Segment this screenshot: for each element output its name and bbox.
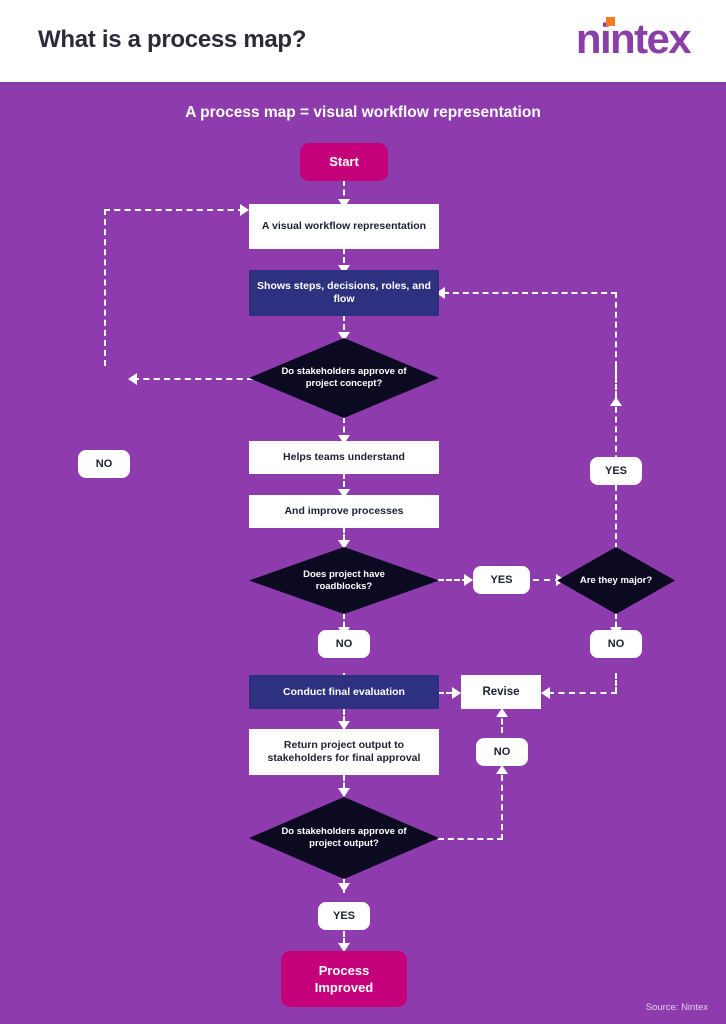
arrowhead-approve2-no-up xyxy=(496,765,508,774)
node-improve-processes[interactable]: And improve processes xyxy=(249,495,439,528)
arrowhead-yes-improved xyxy=(338,943,350,952)
node-shows-steps[interactable]: Shows steps, decisions, roles, and flow xyxy=(249,270,439,316)
flowchart-subtitle: A process map = visual workflow represen… xyxy=(185,104,541,121)
connector-approve2-no-vertical xyxy=(501,765,503,840)
node-revise[interactable]: Revise xyxy=(461,675,541,709)
connector-approve2-yes xyxy=(343,867,345,893)
connector-evaluation-return xyxy=(343,709,345,729)
connector-yes-improved xyxy=(343,931,345,951)
arrowhead-no-loop-visual xyxy=(240,204,249,216)
label-no-major[interactable]: NO xyxy=(590,630,642,658)
node-decision-approve-concept[interactable]: Do stakeholders approve of project conce… xyxy=(249,338,439,418)
connector-approve2-no-horizontal xyxy=(438,838,503,840)
arrowhead-major-yes-up xyxy=(610,397,622,406)
connector-major-no-vertical xyxy=(615,673,617,693)
node-decision-are-they-major[interactable]: Are they major? xyxy=(557,547,675,614)
arrowhead-roadblocks-yes xyxy=(464,574,473,586)
arrowhead-improve-roadblocks xyxy=(338,540,350,549)
node-decision-roadblocks[interactable]: Does project have roadblocks? xyxy=(249,547,439,614)
node-start-label: Start xyxy=(329,154,359,169)
label-no-concept-text: NO xyxy=(95,457,113,470)
connector-start-visual xyxy=(343,180,345,205)
arrowhead-shows-approve1 xyxy=(338,332,350,341)
nintex-logo: nintex xyxy=(575,15,692,62)
connector-major-yes-vertical xyxy=(615,292,617,377)
arrowhead-major-no-revise xyxy=(541,687,550,699)
connector-major-yes-vertical-lower xyxy=(615,377,617,397)
connector-major-no xyxy=(615,613,617,636)
connector-major-yes-top xyxy=(443,292,617,294)
label-no-roadblocks[interactable]: NO xyxy=(318,630,370,658)
node-improve-processes-label: And improve processes xyxy=(284,505,404,517)
arrowhead-evaluation-return xyxy=(338,721,350,730)
page-title: What is a process map? xyxy=(38,26,307,53)
label-yes-major[interactable]: YES xyxy=(590,457,642,485)
node-decision-approve-output-label: Do stakeholders approve of project outpu… xyxy=(281,826,407,849)
node-conduct-final-evaluation-label: Conduct final evaluation xyxy=(283,685,405,698)
arrowhead-helps-improve xyxy=(338,489,350,498)
node-decision-approve-concept-label: Do stakeholders approve of project conce… xyxy=(281,366,407,389)
connector-no-output-revise xyxy=(501,710,503,733)
flowchart-canvas: A process map = visual workflow represen… xyxy=(0,85,726,1024)
node-return-project-output[interactable]: Return project output to stakeholders fo… xyxy=(249,729,439,775)
node-shows-steps-label: Shows steps, decisions, roles, and flow xyxy=(257,280,431,305)
node-process-improved[interactable]: Process Improved xyxy=(281,951,407,1007)
connector-improve-roadblocks xyxy=(343,527,345,547)
connector-yes-major xyxy=(533,579,561,581)
arrowhead-start-visual xyxy=(338,199,350,208)
connector-approve1-helps xyxy=(343,417,345,442)
arrowhead-no-output-revise xyxy=(496,708,508,717)
nintex-logo-dot-icon xyxy=(606,17,615,26)
connector-major-yes-to-label xyxy=(615,366,617,374)
connector-roadblocks-no xyxy=(343,613,345,636)
arrowhead-approve2-yes xyxy=(338,883,350,892)
page-header: What is a process map? nintex xyxy=(0,0,726,85)
label-yes-roadblocks[interactable]: YES xyxy=(473,566,530,594)
connector-visual-shows xyxy=(343,248,345,272)
label-no-concept[interactable]: NO xyxy=(78,450,130,478)
connector-no-loop-top xyxy=(104,209,244,211)
label-no-roadblocks-text: NO xyxy=(335,637,353,650)
arrowhead-evaluation-revise xyxy=(452,687,461,699)
label-no-output[interactable]: NO xyxy=(476,738,528,766)
source-attribution: Source: Nintex xyxy=(645,1002,708,1013)
arrowhead-return-approve2 xyxy=(338,788,350,797)
node-start[interactable]: Start xyxy=(300,143,388,181)
node-return-project-output-label: Return project output to stakeholders fo… xyxy=(267,739,421,764)
label-no-output-text: NO xyxy=(493,745,511,758)
label-no-major-text: NO xyxy=(607,637,625,650)
node-decision-approve-output[interactable]: Do stakeholders approve of project outpu… xyxy=(249,797,439,879)
connector-return-approve2 xyxy=(343,775,345,796)
connector-no-loop-vertical xyxy=(104,209,106,366)
node-revise-label: Revise xyxy=(482,685,520,698)
label-yes-final-text: YES xyxy=(332,909,355,922)
arrowhead-visual-shows xyxy=(338,265,350,274)
arrowhead-approve1-no xyxy=(128,373,137,385)
connector-major-no-to-revise xyxy=(548,692,617,694)
node-visual-workflow[interactable]: A visual workflow representation xyxy=(249,204,439,249)
node-visual-workflow-label: A visual workflow representation xyxy=(261,220,427,232)
connector-roadblocks-yes xyxy=(438,579,468,581)
node-helps-teams[interactable]: Helps teams understand xyxy=(249,441,439,474)
label-yes-major-text: YES xyxy=(604,464,627,477)
node-helps-teams-label: Helps teams understand xyxy=(283,451,405,463)
node-decision-roadblocks-label: Does project have roadblocks? xyxy=(303,568,385,592)
connector-helps-improve xyxy=(343,473,345,495)
arrowhead-major-yes-shows xyxy=(436,287,445,299)
node-decision-are-they-major-label: Are they major? xyxy=(579,574,653,586)
node-conduct-final-evaluation[interactable]: Conduct final evaluation xyxy=(249,675,439,709)
node-process-improved-label: Process Improved xyxy=(314,963,374,995)
arrowhead-approve1-helps xyxy=(338,435,350,444)
connector-approve1-no xyxy=(133,378,253,380)
label-yes-final[interactable]: YES xyxy=(318,902,370,930)
connector-evaluation-revise xyxy=(438,692,460,694)
connector-shows-approve1 xyxy=(343,315,345,339)
label-yes-roadblocks-text: YES xyxy=(490,573,513,586)
